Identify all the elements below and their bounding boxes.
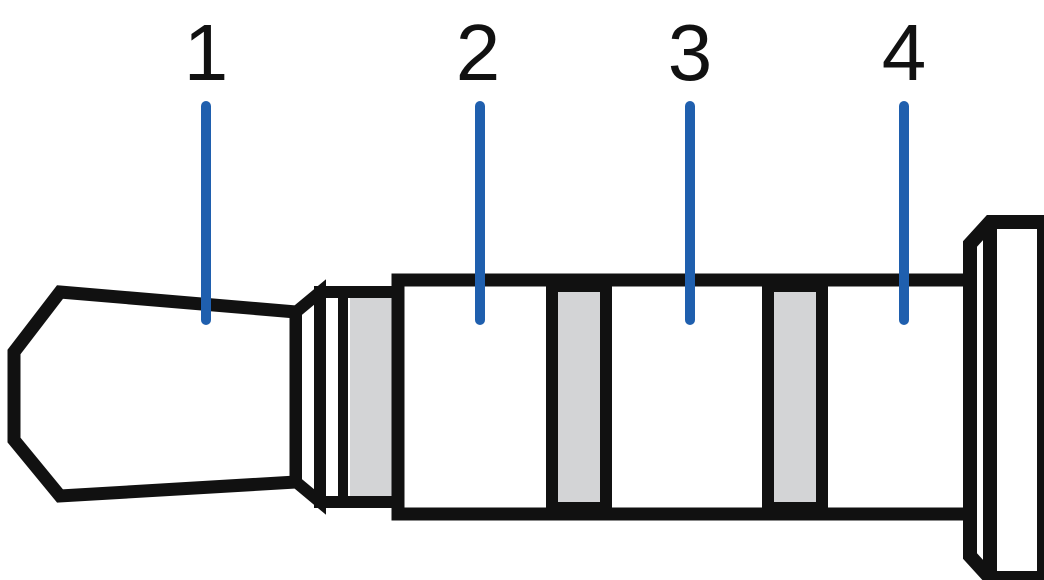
insulator-ring-1 (350, 298, 394, 496)
label-1: 1 (184, 8, 229, 97)
insulator-ring-3 (762, 280, 828, 514)
plug-tip (7, 285, 303, 503)
label-2: 2 (456, 8, 501, 97)
plug-handle-flange (963, 215, 1044, 580)
label-4: 4 (882, 8, 927, 97)
label-3: 3 (668, 8, 713, 97)
insulator-ring-2 (546, 280, 612, 514)
